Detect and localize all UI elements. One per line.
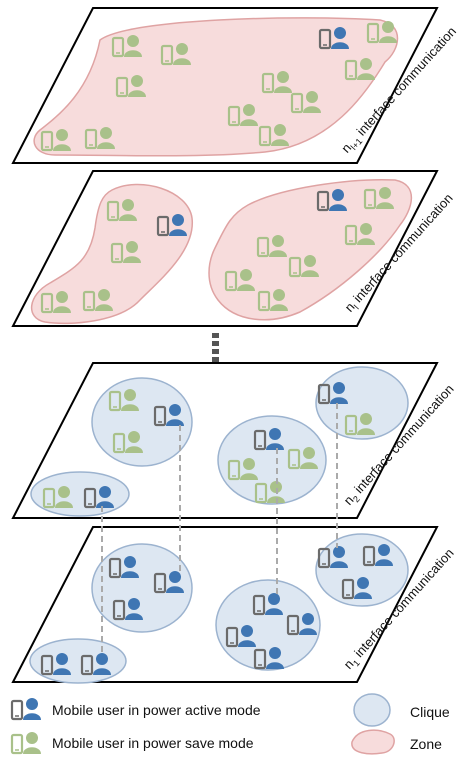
mobile-user-active-icon (153, 571, 184, 594)
mobile-user-save-icon (363, 187, 394, 210)
mobile-user-save-icon (227, 458, 258, 481)
mobile-user-save-icon (344, 413, 375, 436)
legend-active-label: Mobile user in power active mode (52, 702, 261, 718)
mobile-user-save-icon (290, 91, 321, 114)
mobile-user-save-icon (84, 127, 115, 150)
mobile-user-active-icon (156, 214, 187, 237)
mobile-user-save-icon (288, 255, 319, 278)
mobile-user-active-icon (40, 653, 71, 676)
layer-bottom (11, 526, 439, 684)
clique-region (315, 366, 409, 440)
layer-second (11, 170, 439, 327)
mobile-user-save-icon (106, 199, 137, 222)
mobile-user-save-icon (108, 389, 139, 412)
mobile-user-save-icon (287, 447, 318, 470)
clique-region (91, 543, 193, 633)
mobile-user-save-icon (344, 223, 375, 246)
layer-top (11, 7, 439, 164)
mobile-user-save-icon (112, 431, 143, 454)
legend-zone-label: Zone (410, 736, 442, 752)
inter-layer-links (101, 403, 338, 652)
mobile-user-active-icon (253, 647, 284, 670)
mobile-user-active-icon (318, 27, 349, 50)
mobile-user-save-icon (344, 58, 375, 81)
mobile-user-save-icon (115, 75, 146, 98)
mobile-user-active-icon (341, 577, 372, 600)
mobile-user-active-icon (80, 653, 111, 676)
legend-save-label: Mobile user in power save mode (52, 735, 254, 751)
mobile-user-save-icon (42, 486, 73, 509)
legend-clique-label: Clique (410, 704, 450, 720)
mobile-user-active-icon (253, 428, 284, 451)
layer-ellipsis (212, 333, 219, 362)
zone-region (33, 17, 399, 157)
mobile-user-active-icon (317, 546, 348, 569)
mobile-user-save-icon (224, 269, 255, 292)
mobile-user-save-icon (111, 35, 142, 58)
legend-clique-swatch (353, 693, 391, 727)
clique-region (30, 471, 130, 517)
mobile-user-save-icon (110, 241, 141, 264)
mobile-user-active-icon (362, 544, 393, 567)
mobile-user-save-icon (160, 43, 191, 66)
legend (10, 693, 395, 755)
clique-region (29, 638, 127, 684)
mobile-user-save-icon (40, 291, 71, 314)
mobile-user-active-icon (108, 556, 139, 579)
mobile-user-save-icon (82, 289, 113, 312)
mobile-user-save-icon (40, 129, 71, 152)
mobile-user-save-icon (227, 104, 258, 127)
layer-third (11, 362, 439, 519)
mobile-user-active-icon (317, 382, 348, 405)
mobile-user-save-icon (256, 235, 287, 258)
mobile-user-save-icon (366, 21, 397, 44)
mobile-user-save-icon (257, 289, 288, 312)
mobile-user-active-icon (83, 486, 114, 509)
clique-region (217, 415, 327, 505)
clique-region (215, 579, 321, 671)
mobile-user-active-icon (112, 598, 143, 621)
mobile-user-save-icon (261, 71, 292, 94)
zone-region (208, 178, 413, 321)
mobile-user-active-icon (153, 404, 184, 427)
legend-save-icon (10, 732, 41, 755)
legend-active-icon (10, 698, 41, 721)
mobile-user-active-icon (252, 593, 283, 616)
legend-zone-swatch (351, 729, 395, 755)
mobile-user-save-icon (258, 124, 289, 147)
clique-region (91, 377, 193, 467)
mobile-user-active-icon (316, 189, 347, 212)
mobile-user-active-icon (225, 625, 256, 648)
mobile-user-active-icon (286, 613, 317, 636)
